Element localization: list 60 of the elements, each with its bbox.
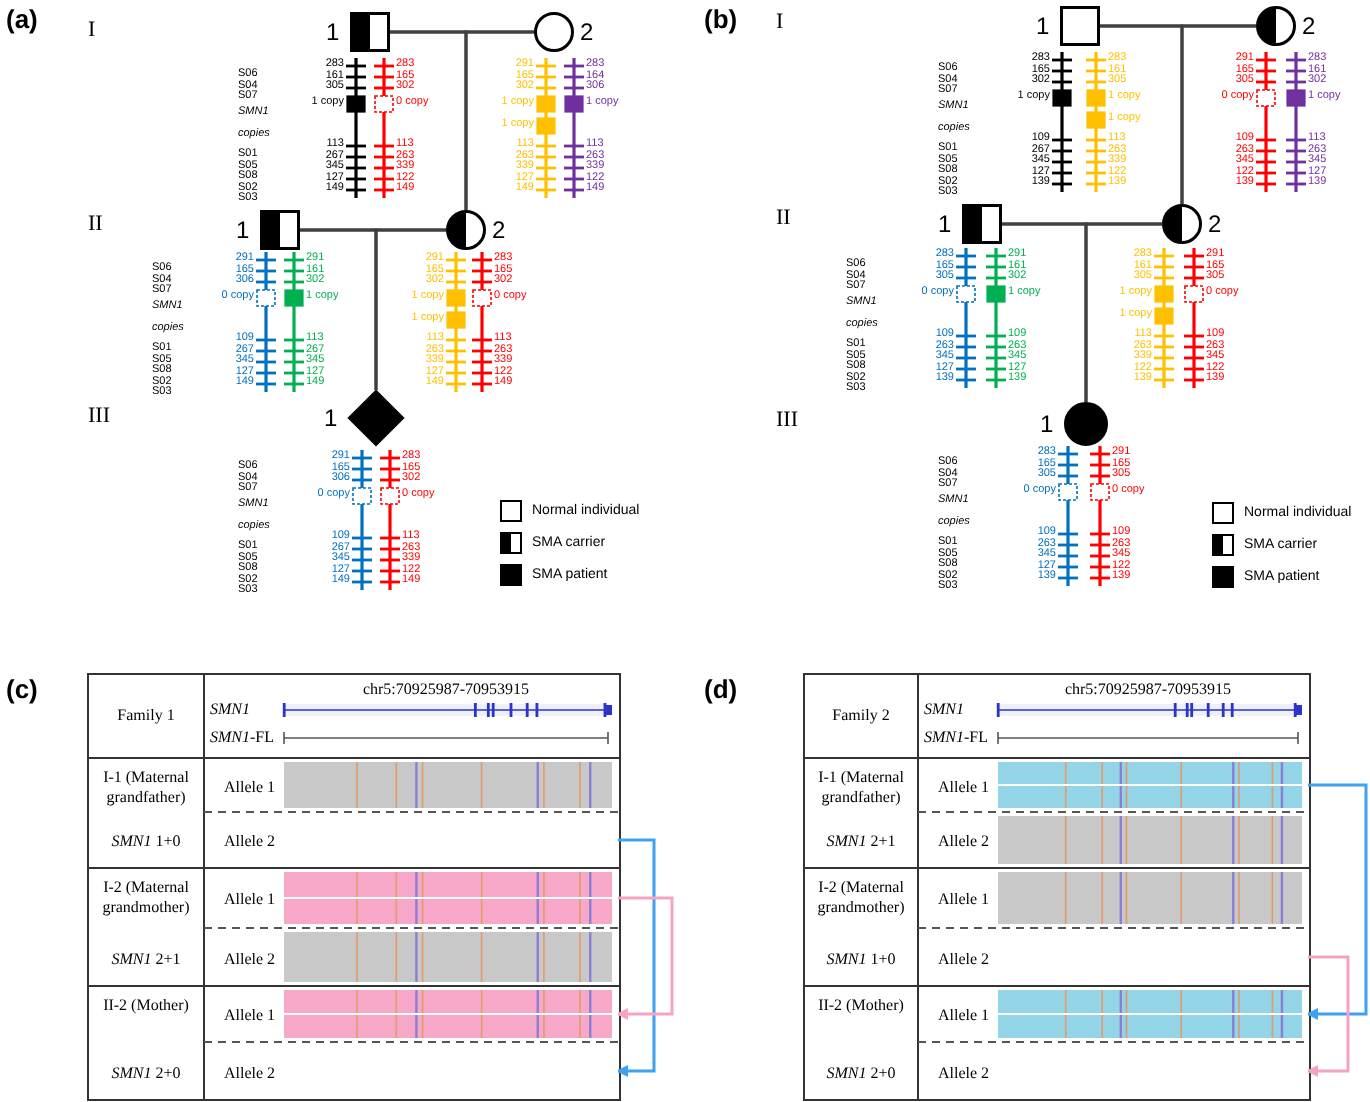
individual-label: I-1 (Maternal grandfather) <box>101 768 191 808</box>
panel-letter: (d) <box>704 676 738 702</box>
allele-label: Allele 1 <box>224 892 276 908</box>
individual-number: 2 <box>1208 212 1222 236</box>
family-label: Family 1 <box>115 708 177 724</box>
pedigree-line <box>1180 24 1256 204</box>
panel-letter: (c) <box>6 676 38 702</box>
individual-number: 1 <box>1036 14 1050 38</box>
generation-label: II <box>776 208 791 230</box>
genomic-coordinates: chr5:70925987-70953915 <box>1062 682 1234 698</box>
copy-number-label: SMN1 2+0 <box>824 1066 898 1082</box>
allele-label: Allele 2 <box>938 951 990 967</box>
region-name: SMN1-FL <box>210 730 274 746</box>
pedigree-line <box>374 228 446 390</box>
generation-label: I <box>776 12 784 34</box>
individual-number: 2 <box>580 20 594 44</box>
gene-name: SMN1 <box>210 702 250 718</box>
copy-number-label: SMN1 2+1 <box>109 952 183 968</box>
allele-label: Allele 1 <box>224 1008 276 1024</box>
genomic-coordinates: chr5:70925987-70953915 <box>360 682 532 698</box>
family-label: Family 2 <box>830 708 892 724</box>
allele-label: Allele 1 <box>938 1008 990 1024</box>
generation-label: II <box>88 214 103 236</box>
pedigree-line <box>1084 222 1162 402</box>
inheritance-arrow <box>616 896 674 1020</box>
individual-label: I-1 (Maternal grandfather) <box>816 768 906 808</box>
inheritance-arrow <box>616 838 656 1077</box>
individual-number: 2 <box>1302 14 1316 38</box>
individual-number: 1 <box>324 406 338 430</box>
inheritance-arrow <box>1306 955 1350 1077</box>
panel-letter: (b) <box>704 6 738 32</box>
copy-number-label: SMN1 2+1 <box>824 834 898 850</box>
individual-label: II-2 (Mother) <box>816 996 906 1016</box>
allele-label: Allele 2 <box>938 834 990 850</box>
individual-number: 1 <box>1040 412 1054 436</box>
copy-number-label: SMN1 2+0 <box>109 1066 183 1082</box>
generation-label: III <box>776 410 798 432</box>
gene-name: SMN1 <box>924 702 964 718</box>
individual-number: 1 <box>938 212 952 236</box>
individual-label: II-2 (Mother) <box>101 996 191 1016</box>
allele-label: Allele 2 <box>224 834 276 850</box>
individual-label: I-2 (Maternal grandmother) <box>100 878 192 918</box>
copy-number-label: SMN1 1+0 <box>824 952 898 968</box>
allele-label: Allele 1 <box>938 892 990 908</box>
individual-label: I-2 (Maternal grandmother) <box>815 878 907 918</box>
allele-label: Allele 2 <box>224 1065 276 1081</box>
individual-number: 1 <box>326 20 340 44</box>
generation-label: III <box>88 406 110 428</box>
allele-label: Allele 2 <box>938 1065 990 1081</box>
allele-label: Allele 1 <box>938 779 990 795</box>
individual-number: 2 <box>492 218 506 242</box>
copy-number-label: SMN1 1+0 <box>109 834 183 850</box>
panel-letter: (a) <box>6 6 38 32</box>
region-name: SMN1-FL <box>924 730 988 746</box>
allele-label: Allele 2 <box>224 951 276 967</box>
pedigree-line <box>464 30 534 210</box>
individual-number: 1 <box>236 218 250 242</box>
generation-label: I <box>88 20 96 42</box>
allele-label: Allele 1 <box>224 779 276 795</box>
inheritance-arrow <box>1306 783 1368 1020</box>
